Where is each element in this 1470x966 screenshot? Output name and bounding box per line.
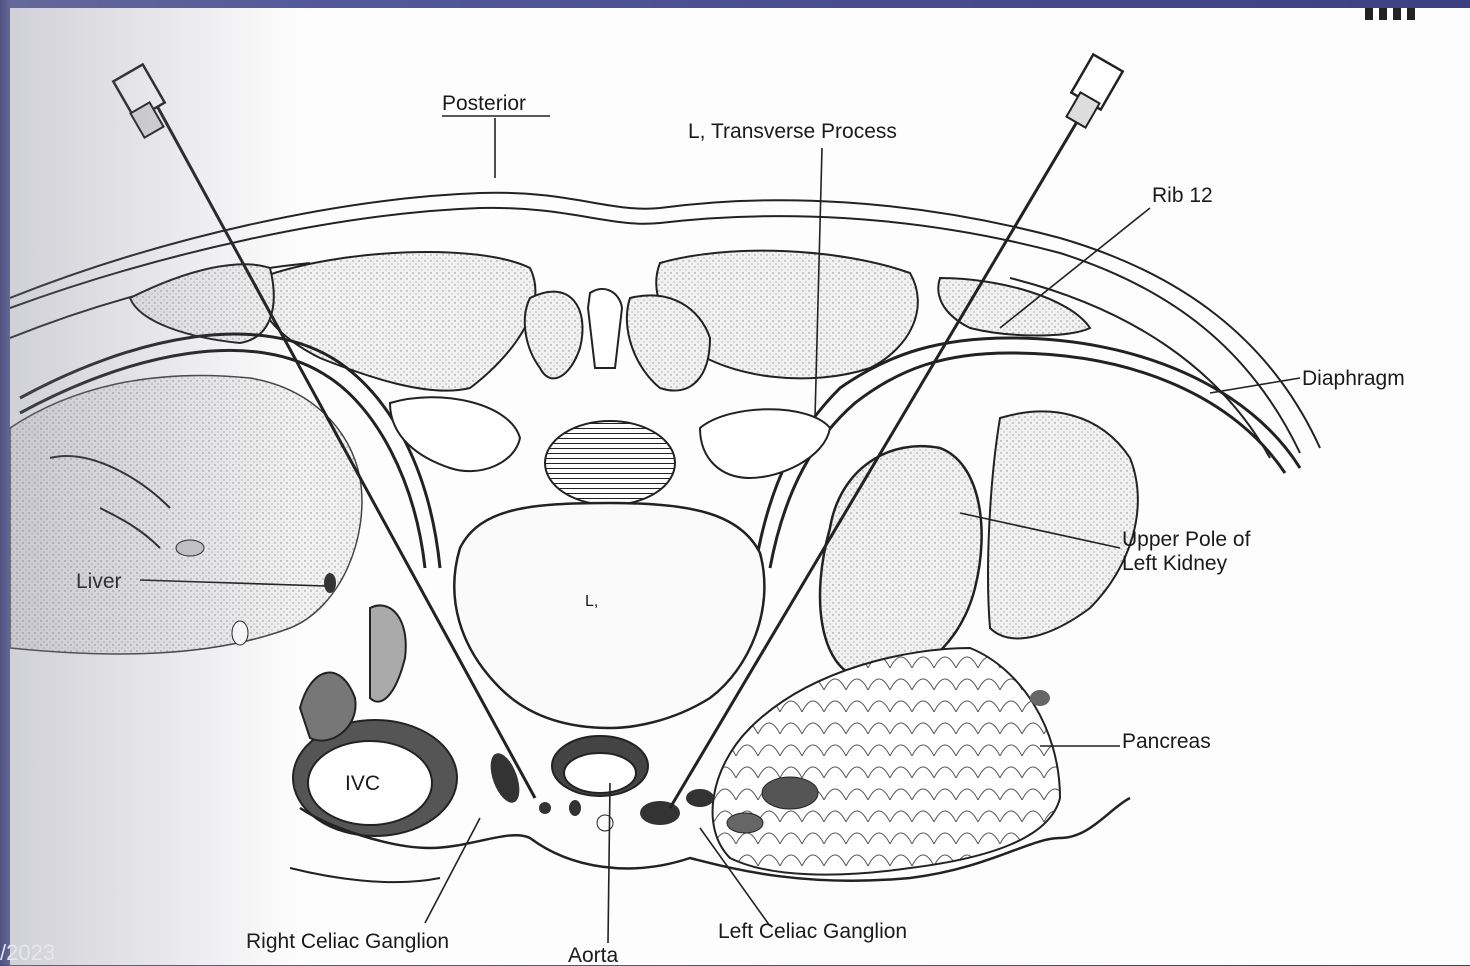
vertebral-body [454, 503, 764, 728]
label-kidney-line2: Left Kidney [1122, 552, 1228, 575]
label-diaphragm: Diaphragm [1302, 367, 1405, 390]
label-aorta: Aorta [568, 944, 619, 965]
label-left-celiac: Left Celiac Ganglion [718, 920, 907, 943]
label-ivc: IVC [345, 772, 380, 795]
liver [10, 375, 362, 654]
spinous-process [588, 289, 622, 368]
label-liver: Liver [76, 570, 122, 593]
spinal-canal [545, 421, 675, 505]
label-posterior: Posterior [442, 92, 526, 115]
label-rib12: Rib 12 [1152, 184, 1213, 207]
page-mark [1365, 8, 1420, 20]
lateral-viscera [988, 411, 1138, 638]
label-pancreas: Pancreas [1122, 730, 1211, 753]
label-transverse-process: L, Transverse Process [688, 120, 897, 143]
peritoneum-line [290, 868, 440, 882]
label-right-celiac: Right Celiac Ganglion [246, 930, 449, 953]
slide-date: /2023 [0, 940, 55, 966]
label-kidney-line1: Upper Pole of [1122, 528, 1251, 551]
right-crus [370, 605, 406, 701]
aorta [552, 736, 648, 796]
pancreas [713, 648, 1060, 875]
celiac-block-diagram: Posterior L, Transverse Process Rib 12 D… [10, 8, 1470, 965]
label-vertebra: L, [585, 593, 598, 610]
left-kidney [820, 446, 982, 679]
slide-canvas: Posterior L, Transverse Process Rib 12 D… [10, 8, 1470, 965]
